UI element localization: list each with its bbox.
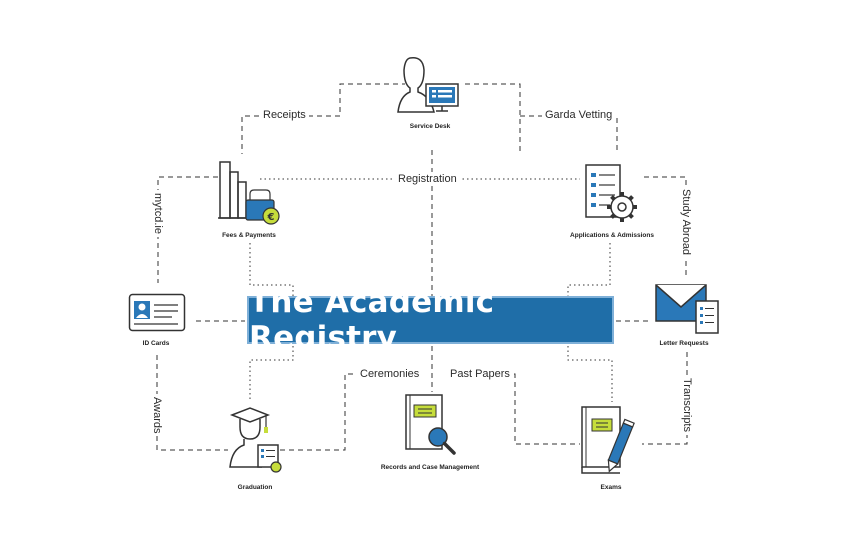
edge-title-graduation-line xyxy=(249,346,294,400)
edge-label-ceremonies: Ceremonies xyxy=(357,367,423,381)
edge-label-mytcd: mytcd.ie xyxy=(151,190,165,237)
edge-label-awards: Awards xyxy=(150,394,164,437)
edge-title-exams-line xyxy=(567,346,613,402)
envelope-document-icon xyxy=(655,284,719,334)
edge-fees-title-line xyxy=(249,243,294,296)
person-at-computer-icon xyxy=(397,57,459,113)
book-pen-icon xyxy=(581,406,635,474)
edge-label-registration: Registration xyxy=(395,172,460,186)
edge-garda-line xyxy=(465,83,521,155)
node-label-id-cards: ID Cards xyxy=(142,340,170,347)
node-label-applications-admissions: Applications & Admissions xyxy=(570,232,654,239)
node-label-letter-requests: Letter Requests xyxy=(659,340,709,347)
graduate-certificate-icon xyxy=(229,407,282,473)
edge-pastpapers-line xyxy=(505,373,580,445)
node-label-exams: Exams xyxy=(600,484,622,491)
central-title: The Academic Registry xyxy=(249,284,495,356)
node-label-fees-payments: Fees & Payments xyxy=(222,232,276,239)
edge-label-study-abroad: Study Abroad xyxy=(679,186,693,259)
edge-label-past-papers: Past Papers xyxy=(447,367,513,381)
edge-mytcd-line xyxy=(157,176,218,283)
edge-label-garda-vetting: Garda Vetting xyxy=(542,108,616,122)
folder-magnifier-icon xyxy=(405,394,456,455)
svg-text:€: € xyxy=(267,212,275,223)
node-label-records-case-management: Records and Case Management xyxy=(380,464,480,471)
checklist-gear-icon xyxy=(585,164,637,222)
edge-receipts-line xyxy=(339,83,405,112)
id-card-icon xyxy=(128,293,186,332)
edge-label-receipts: Receipts xyxy=(260,108,309,122)
node-label-service-desk: Service Desk xyxy=(409,123,451,130)
central-title-box: The Academic Registry xyxy=(247,284,614,356)
edge-ceremonies-line xyxy=(280,373,360,451)
node-label-graduation: Graduation xyxy=(237,484,273,491)
edge-awards-line xyxy=(156,355,228,451)
edge-apps-title-line xyxy=(567,243,611,296)
bar-chart-wallet-euro-icon: € xyxy=(218,161,280,225)
edge-label-transcripts: Transcripts xyxy=(680,375,694,435)
